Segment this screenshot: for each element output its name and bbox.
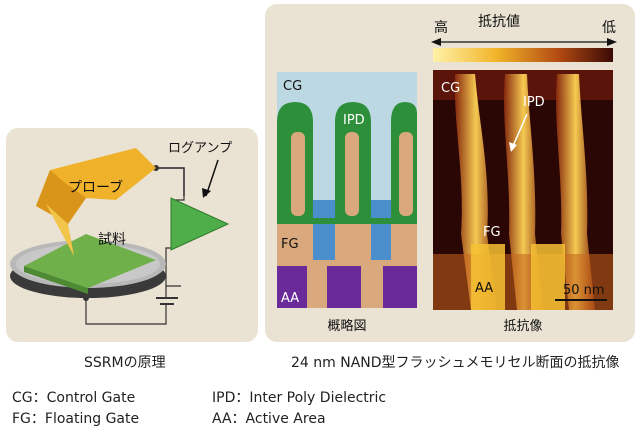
schematic-cg-label: CG (283, 79, 302, 94)
legend-cg: CG：Control Gate (12, 390, 136, 406)
schematic-aa-label: AA (281, 291, 299, 306)
probe-shade (36, 170, 86, 224)
image-fg-label: FG (483, 225, 501, 240)
resistance-image (433, 70, 613, 310)
legend-fg: FG：Floating Gate (12, 411, 140, 427)
cross-section-diagram: 抵抗値 高 低 CG IPD FG (277, 14, 617, 334)
image-aa-label: AA (475, 281, 493, 296)
image-cg-label: CG (441, 81, 460, 96)
high-resistance-label: 高 (434, 19, 448, 36)
cross-section-panel: 抵抗値 高 低 CG IPD FG (265, 4, 635, 342)
ipd-pointer-line (512, 113, 528, 147)
ipd-arrowhead-icon (509, 142, 517, 152)
arrowhead-icon (202, 188, 211, 198)
left-arrow-icon (431, 38, 441, 46)
schematic-ipd-label: IPD (343, 113, 365, 128)
image-ipd-label: IPD (523, 95, 545, 110)
amp-feedback-wire (165, 247, 181, 287)
low-resistance-label: 低 (602, 20, 616, 36)
sample-label: 試料 (98, 232, 126, 248)
cross-section-caption: 24 nm NAND型フラッシュメモリセル断面の抵抗像 (291, 355, 620, 371)
ssrm-principle-panel: 試料 プローブ ログアンプ (6, 128, 258, 342)
resistance-title: 抵抗値 (478, 14, 520, 30)
schematic-caption: 概略図 (327, 318, 366, 334)
legend-aa: AA：Active Area (212, 411, 326, 427)
ssrm-diagram: 試料 プローブ ログアンプ (10, 141, 232, 325)
ground-wire (85, 298, 167, 325)
probe-tip (46, 204, 74, 256)
image-caption: 抵抗像 (503, 319, 542, 334)
sample-shape (24, 234, 156, 288)
sample-edge (24, 266, 88, 294)
log-amp-triangle (170, 197, 230, 251)
schematic-drawing (277, 72, 417, 308)
resistance-color-bar (433, 48, 613, 62)
schematic-fg-label: FG (281, 237, 299, 252)
probe-label: プローブ (68, 179, 123, 196)
probe-wire (156, 167, 185, 196)
amp-input-wire (156, 167, 185, 201)
log-amp-label: ログアンプ (168, 141, 232, 156)
scale-bar-label: 50 nm (563, 283, 605, 298)
right-arrow-icon (607, 38, 617, 46)
ssrm-caption: SSRMの原理 (84, 355, 166, 371)
legend-ipd: IPD：Inter Poly Dielectric (212, 390, 387, 406)
